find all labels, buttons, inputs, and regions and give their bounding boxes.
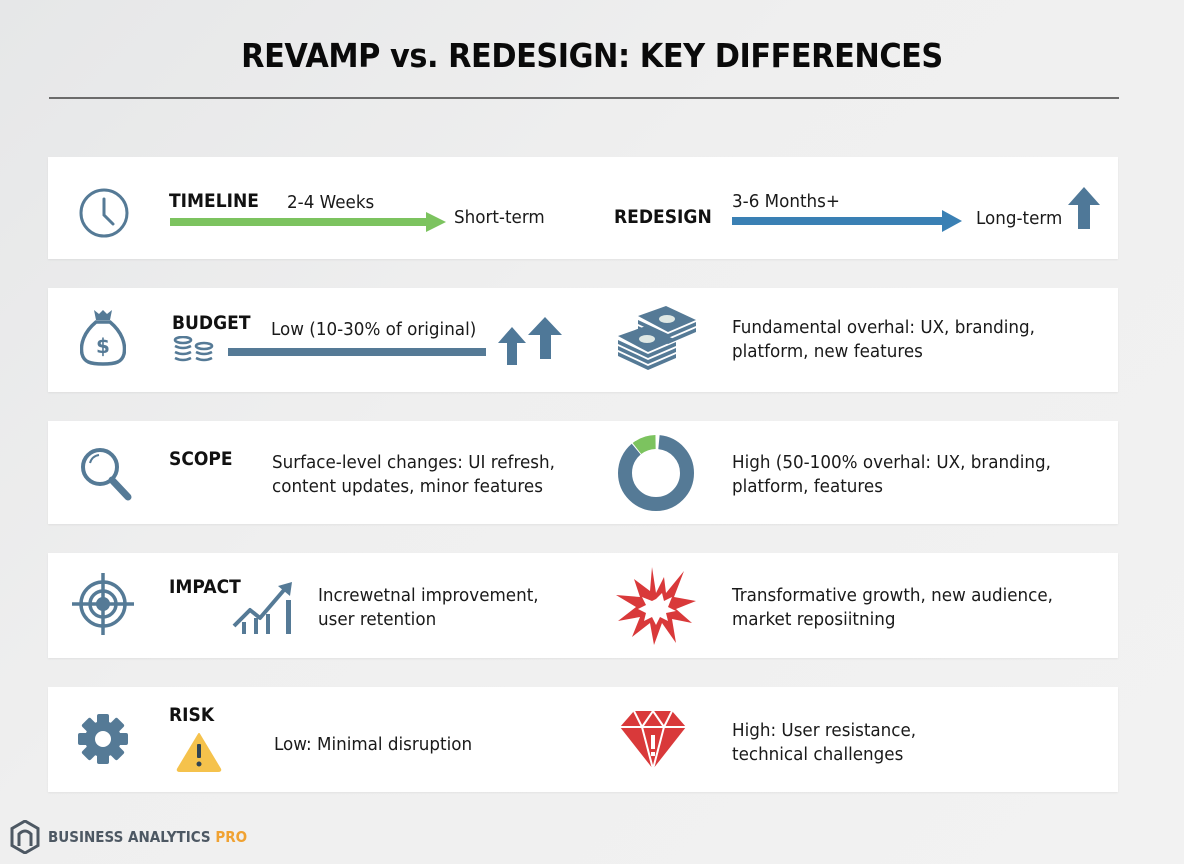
budget-card: $ BUDGET Low (10-30% of original) Fundam… <box>48 288 1118 392</box>
redesign-timeline-value: 3-6 Months+ <box>732 191 840 212</box>
revamp-impact-line1: Increwetnal improvement, <box>318 585 539 606</box>
clock-icon <box>79 188 129 238</box>
redesign-scope-line2: platform, features <box>732 476 883 497</box>
money-bag-icon: $ <box>80 310 126 366</box>
explosion-burst-icon <box>616 567 696 645</box>
revamp-scope-line1: Surface-level changes: UI refresh, <box>272 452 555 473</box>
impact-label: IMPACT <box>169 576 241 598</box>
timeline-label: TIMELINE <box>169 190 259 212</box>
up-arrow-icon <box>1068 187 1100 229</box>
donut-chart-icon <box>618 435 694 511</box>
revamp-scope-line2: content updates, minor features <box>272 476 543 497</box>
impact-card: IMPACT Increwetnal improvement, user ret… <box>48 553 1118 658</box>
double-up-arrow-icon <box>498 317 562 365</box>
target-icon <box>72 573 134 635</box>
scope-card: SCOPE Surface-level changes: UI refresh,… <box>48 421 1118 524</box>
brand-name: BUSINESS ANALYTICS <box>48 828 211 846</box>
brand-logo-icon <box>10 820 40 854</box>
green-arrow-icon <box>170 212 446 232</box>
redesign-timeline-term: Long-term <box>976 208 1063 229</box>
title-divider <box>49 97 1119 99</box>
revamp-timeline-term: Short-term <box>454 207 545 228</box>
redesign-budget-line2: platform, new features <box>732 341 923 362</box>
budget-label: BUDGET <box>172 312 251 334</box>
redesign-label: REDESIGN <box>614 206 712 228</box>
gear-icon <box>78 714 128 764</box>
footer-brand: BUSINESS ANALYTICS PRO <box>10 820 269 854</box>
cash-stack-icon <box>618 306 696 370</box>
redesign-scope-line1: High (50-100% overhal: UX, branding, <box>732 452 1051 473</box>
redesign-impact-line1: Transformative growth, new audience, <box>732 585 1053 606</box>
redesign-impact-line2: market reposiitning <box>732 609 896 630</box>
redesign-budget-line1: Fundamental overhal: UX, branding, <box>732 317 1035 338</box>
magnifier-icon <box>81 448 132 501</box>
timeline-card: TIMELINE 2-4 Weeks Short-term REDESIGN 3… <box>48 157 1118 259</box>
gem-alert-icon <box>620 709 686 769</box>
budget-bar <box>228 348 486 356</box>
revamp-impact-line2: user retention <box>318 609 437 630</box>
redesign-risk-line2: technical challenges <box>732 744 904 765</box>
redesign-risk-line1: High: User resistance, <box>732 720 917 741</box>
coins-icon <box>173 336 214 362</box>
risk-label: RISK <box>169 704 215 726</box>
warning-icon <box>176 733 222 772</box>
svg-text:$: $ <box>96 334 110 358</box>
revamp-budget-value: Low (10-30% of original) <box>271 319 477 340</box>
revamp-timeline-value: 2-4 Weeks <box>287 192 375 213</box>
brand-suffix: PRO <box>215 828 248 846</box>
scope-label: SCOPE <box>169 448 233 470</box>
risk-card: RISK Low: Minimal disruption High: User … <box>48 687 1118 792</box>
blue-arrow-icon <box>732 210 962 232</box>
growth-chart-icon <box>232 582 292 634</box>
revamp-risk-value: Low: Minimal disruption <box>274 734 473 755</box>
page-title: REVAMP vs. REDESIGN: KEY DIFFERENCES <box>241 36 943 75</box>
